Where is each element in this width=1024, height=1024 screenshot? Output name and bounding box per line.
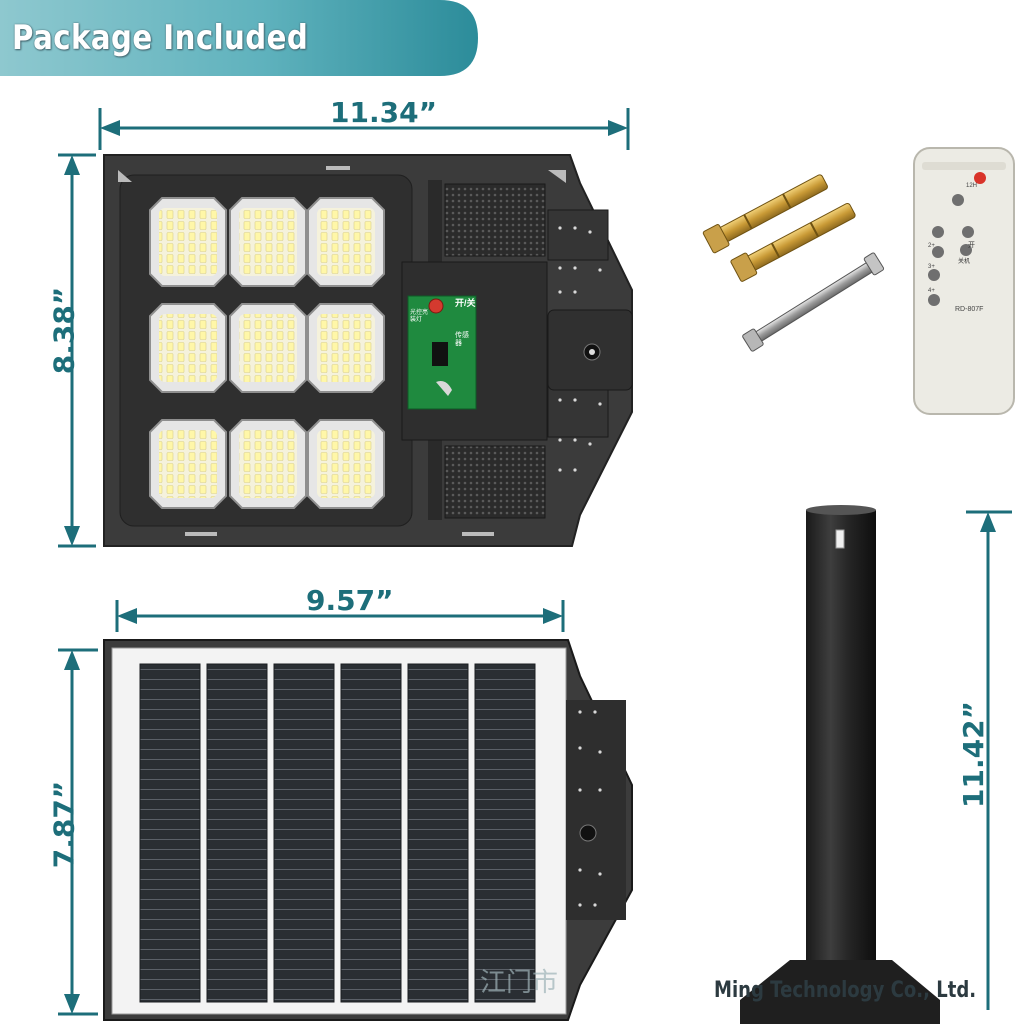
lamp-pole (740, 505, 940, 1024)
remote-btn-3: 3+ (928, 264, 935, 270)
banner-shape (0, 0, 478, 76)
remote-control (913, 147, 1015, 415)
led-array (239, 208, 297, 276)
led-array (159, 208, 217, 276)
expansion-bolt (702, 174, 828, 254)
led-modules (149, 197, 385, 509)
solar-cell-column (340, 663, 402, 1003)
led-array (239, 314, 297, 382)
steel-screw (742, 252, 885, 352)
solar-cell-column (273, 663, 335, 1003)
lamp-height-label: 8.38” (47, 286, 81, 375)
panel-height-label: 7.87” (47, 780, 81, 869)
led-array (317, 314, 375, 382)
solar-panel (103, 639, 633, 1021)
watermark-company: Ming Technology Co., Ltd. (714, 978, 977, 1003)
led-array (159, 430, 217, 498)
panel-width-dimension (115, 600, 565, 632)
solar-cell-column (206, 663, 268, 1003)
light-sensor-label: 光控亮 装灯 (410, 310, 429, 323)
remote-btn-4: 4+ (928, 288, 935, 294)
panel-height-dimension (58, 648, 98, 1016)
lamp-width-label: 11.34” (330, 96, 437, 129)
watermark-cn: 江门市 (480, 968, 559, 998)
sensor-label: 传感 器 (455, 332, 469, 347)
remote-btn-on: 开 (968, 242, 975, 249)
lamp-width-dimension (98, 108, 630, 150)
led-array (239, 430, 297, 498)
led-array (317, 208, 375, 276)
package-banner: Package Included (0, 0, 478, 78)
switch-label: 开/关 (455, 298, 476, 308)
remote-model: RD-807F (955, 306, 984, 313)
led-array (159, 314, 217, 382)
expansion-bolt (730, 202, 856, 282)
led-array (317, 430, 375, 498)
lamp-height-dimension (58, 153, 96, 548)
remote-btn-12h: 12H (966, 183, 978, 189)
solar-cell-column (474, 663, 536, 1003)
remote-btn-2: 2+ (928, 243, 935, 249)
pole-height-dimension (966, 510, 1012, 1010)
panel-width-label: 9.57” (306, 584, 394, 617)
remote-btn-off: 关机 (958, 259, 971, 265)
solar-cell-column (407, 663, 469, 1003)
pole-height-label: 11.42” (956, 701, 990, 808)
banner-title: Package Included (12, 18, 309, 58)
solar-cell-column (139, 663, 201, 1003)
